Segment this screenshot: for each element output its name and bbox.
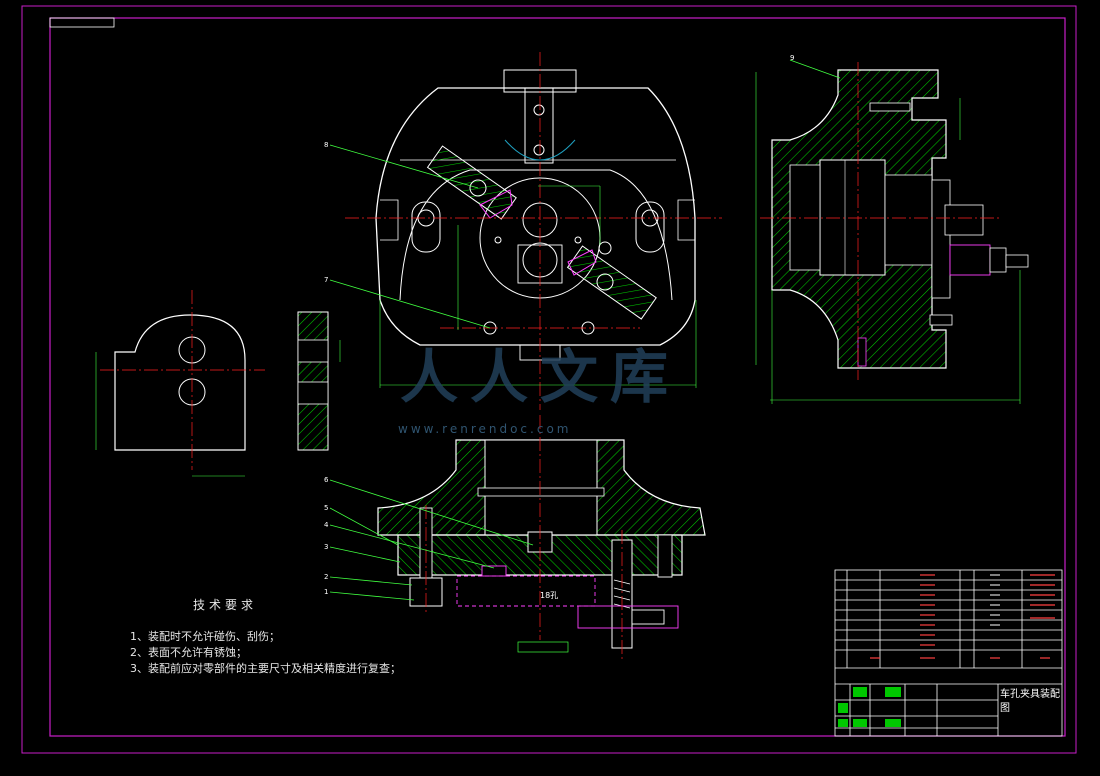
side-view: [755, 59, 1029, 404]
watermark-text: 人人文库: [400, 343, 681, 411]
balloon-3: 3: [324, 543, 328, 551]
balloon-8: 8: [324, 141, 328, 149]
balloon-7: 7: [324, 276, 328, 284]
requirement-1: 1、装配时不允许碰伤、刮伤；: [130, 630, 280, 643]
title-block: [834, 569, 1063, 737]
balloon-1: 1: [324, 588, 328, 596]
top-view: [329, 52, 722, 410]
balloon-5: 5: [324, 504, 328, 512]
watermark-url: www.renrendoc.com: [398, 422, 572, 436]
drawing-title: 车孔夹具装配图: [1000, 689, 1060, 714]
balloon-9: 9: [790, 54, 794, 62]
technical-requirements-heading: 技术要求: [193, 598, 258, 612]
front-section: [329, 415, 706, 660]
inner-border: [49, 17, 1066, 737]
balloon-4: 4: [324, 521, 329, 529]
detail-part: [95, 290, 341, 477]
requirement-3: 3、装配前应对零部件的主要尺寸及相关精度进行复查；: [130, 662, 401, 675]
balloon-6: 6: [324, 476, 329, 484]
note-18: 18孔: [540, 591, 558, 600]
balloon-2: 2: [324, 573, 328, 581]
requirement-2: 2、表面不允许有锈蚀；: [130, 646, 247, 659]
corner-tag: [49, 17, 115, 28]
outer-border: [21, 5, 1077, 754]
